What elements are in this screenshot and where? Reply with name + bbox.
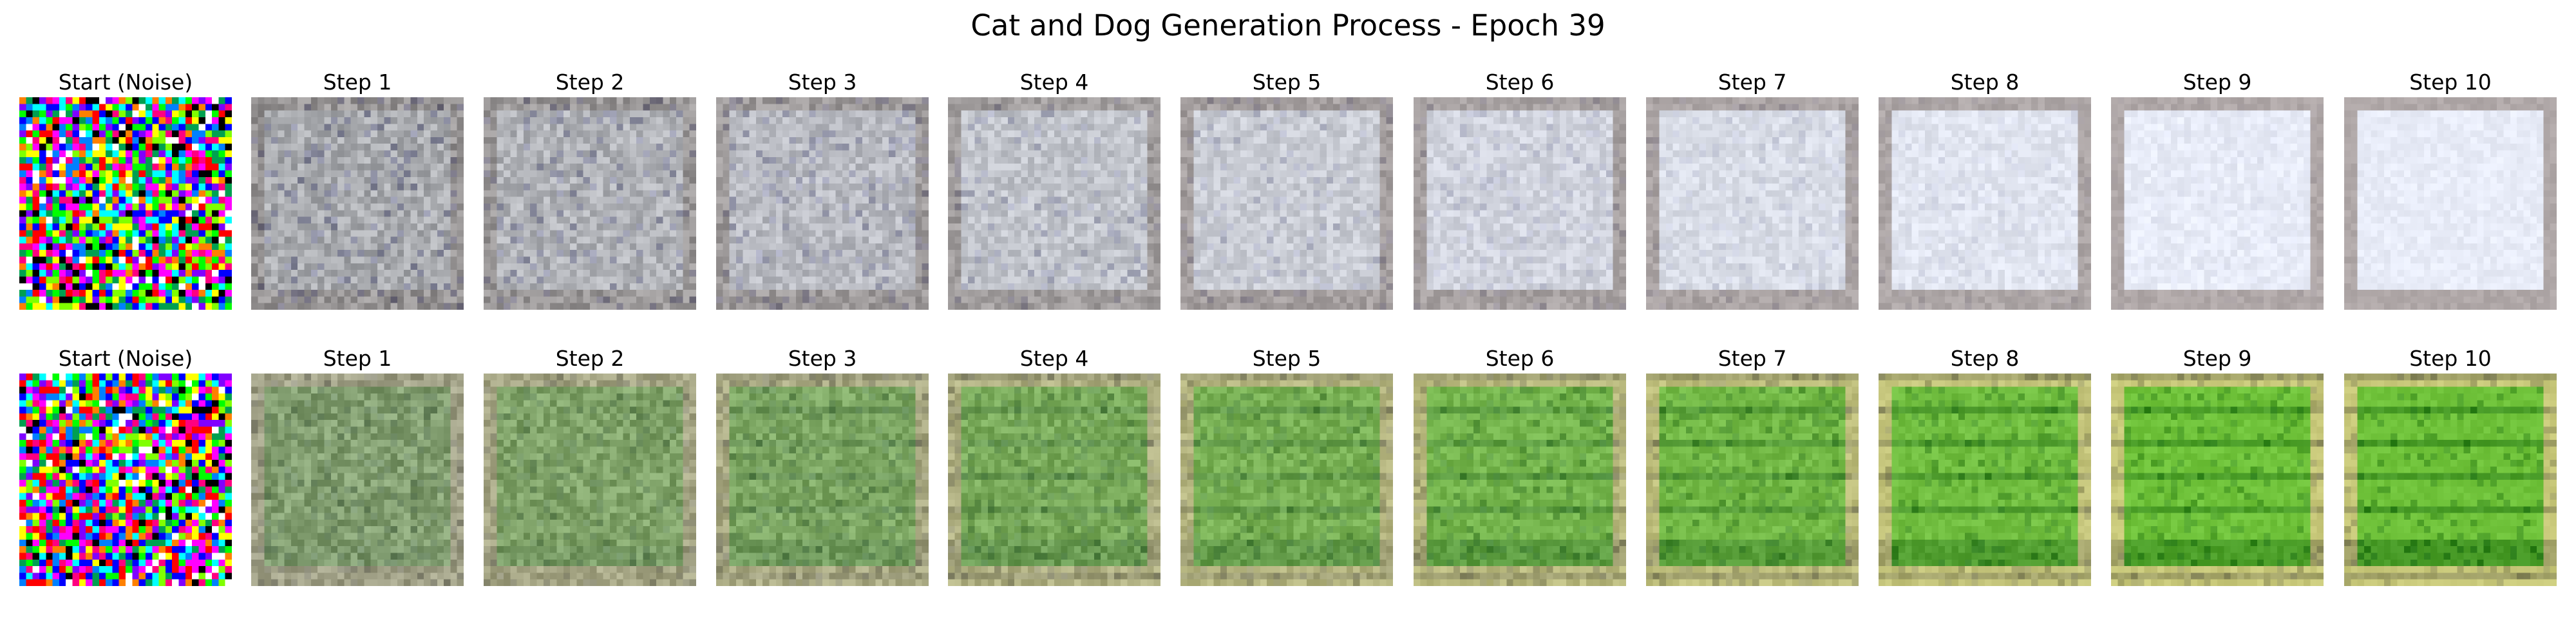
generated-image [2111, 374, 2324, 586]
noise-image [19, 374, 232, 586]
step-panel: Step 7 [1646, 346, 1859, 586]
panel-label: Step 5 [1252, 70, 1321, 95]
step-panel: Step 3 [716, 70, 929, 310]
panel-label: Step 2 [555, 346, 625, 371]
panel-label: Step 8 [1950, 346, 2020, 371]
step-panel: Step 5 [1180, 346, 1393, 586]
panel-label: Start (Noise) [58, 346, 193, 371]
generated-image [1879, 374, 2091, 586]
panel-label: Step 4 [1019, 346, 1089, 371]
step-panel: Step 3 [716, 346, 929, 586]
generated-image [1180, 374, 1393, 586]
dog-row: Start (Noise) Step 1 Step 2 Step 3 Step 4 Ste… [0, 346, 2576, 586]
step-panel: Step 4 [948, 70, 1160, 310]
generated-image [716, 374, 929, 586]
step-panel: Step 4 [948, 346, 1160, 586]
panel-label: Step 10 [2409, 346, 2492, 371]
step-panel: Step 6 [1414, 346, 1626, 586]
panel-label: Step 6 [1485, 346, 1555, 371]
generated-image [948, 97, 1160, 310]
generated-image [2344, 374, 2557, 586]
step-panel: Step 8 [1879, 70, 2091, 310]
panel-label: Step 1 [323, 346, 392, 371]
generated-image [484, 374, 696, 586]
step-panel: Step 5 [1180, 70, 1393, 310]
noise-image [19, 97, 232, 310]
generated-image [1646, 374, 1859, 586]
panel-label: Start (Noise) [58, 70, 193, 95]
panel-label: Step 9 [2183, 346, 2252, 371]
step-panel: Step 9 [2111, 346, 2324, 586]
panel-label: Step 1 [323, 70, 392, 95]
generated-image [1646, 97, 1859, 310]
generated-image [1414, 97, 1626, 310]
panel-label: Step 5 [1252, 346, 1321, 371]
step-panel: Step 8 [1879, 346, 2091, 586]
generated-image [716, 97, 929, 310]
panel-label: Step 10 [2409, 70, 2492, 95]
panel-label: Step 6 [1485, 70, 1555, 95]
generated-image [251, 374, 464, 586]
step-panel: Step 2 [484, 70, 696, 310]
generated-image [1879, 97, 2091, 310]
generated-image [1180, 97, 1393, 310]
panel-label: Step 4 [1019, 70, 1089, 95]
panel-label: Step 7 [1718, 346, 1787, 371]
figure-title: Cat and Dog Generation Process - Epoch 3… [971, 8, 1605, 43]
step-panel: Step 10 [2344, 70, 2557, 310]
cat-row: Start (Noise) Step 1 Step 2 Step 3 Step 4 Ste… [0, 70, 2576, 310]
generated-image [1414, 374, 1626, 586]
panel-label: Step 9 [2183, 70, 2252, 95]
step-panel: Step 6 [1414, 70, 1626, 310]
generated-image [2111, 97, 2324, 310]
panel-label: Step 2 [555, 70, 625, 95]
step-panel: Step 1 [251, 70, 464, 310]
noise-panel: Start (Noise) [19, 346, 232, 586]
generated-image [2344, 97, 2557, 310]
generated-image [948, 374, 1160, 586]
panel-label: Step 7 [1718, 70, 1787, 95]
panel-label: Step 8 [1950, 70, 2020, 95]
step-panel: Step 7 [1646, 70, 1859, 310]
noise-panel: Start (Noise) [19, 70, 232, 310]
step-panel: Step 10 [2344, 346, 2557, 586]
step-panel: Step 9 [2111, 70, 2324, 310]
generated-image [251, 97, 464, 310]
step-panel: Step 1 [251, 346, 464, 586]
panel-label: Step 3 [788, 70, 857, 95]
generated-image [484, 97, 696, 310]
panel-label: Step 3 [788, 346, 857, 371]
step-panel: Step 2 [484, 346, 696, 586]
